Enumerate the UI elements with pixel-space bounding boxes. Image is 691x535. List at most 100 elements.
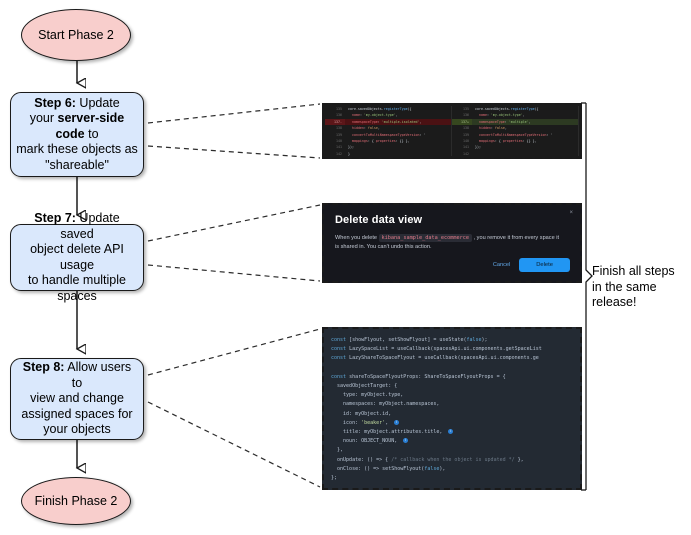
step-6-box: Step 6: Update your server-side code to … — [10, 92, 144, 177]
flyout-code-block: const [showFlyout, setShowFlyout] = useS… — [324, 329, 580, 488]
diff-line-number: 138 — [325, 125, 345, 132]
diff-line-number: 137- — [325, 118, 345, 126]
step-7-line3: to handle multiple spaces — [28, 273, 126, 303]
diff-line-number: 140 — [325, 137, 345, 145]
diff-line: 140 mappings: { properties: {} }, — [325, 137, 451, 145]
release-annotation: Finish all steps in the same release! — [592, 264, 688, 311]
diff-line: 138 hidden: false, — [452, 125, 578, 132]
diff-line-number: 135 — [325, 106, 345, 113]
diff-line-code: namespaceType: 'multiple', — [478, 119, 531, 124]
dialog-body-before: When you delete — [335, 235, 379, 241]
step-6-line3: mark these objects as — [16, 142, 138, 157]
diff-line: 136 name: 'my-object-type', — [452, 112, 578, 119]
diff-line-code: hidden: false, — [351, 126, 380, 131]
code-line: const shareToSpaceFlyoutProps: ShareToSp… — [331, 373, 506, 380]
diff-line-code: core.savedObjects.registerType({ — [475, 107, 539, 111]
diff-line-number: 135 — [452, 106, 472, 113]
diff-line-number: 139 — [452, 131, 472, 138]
code-line: onUpdate: () => { /* callback when the o… — [331, 456, 524, 463]
code-line: const LazyShareToSpaceFlyout = useCallba… — [331, 355, 539, 362]
diff-line: 136 name: 'my-object-type', — [325, 112, 451, 119]
step-6-text: Step 6: Update your server-side code to … — [16, 96, 138, 174]
release-annotation-line2: in the same — [592, 279, 657, 294]
diff-line: 139 convertToMultiNamespaceTypeVersion: … — [325, 131, 451, 138]
finish-terminator: Finish Phase 2 — [21, 477, 131, 525]
diff-line-number: 142 — [325, 150, 345, 156]
diff-line-number: 136 — [325, 112, 345, 119]
step-6-number: Step 6: — [34, 95, 76, 110]
code-line: }, — [331, 447, 344, 454]
delete-button[interactable]: Delete — [519, 258, 570, 272]
diff-line-number: 137+ — [452, 118, 472, 126]
diff-line-code: } — [348, 151, 350, 156]
step-8-text: Step 8: Allow users to view and change a… — [16, 360, 138, 438]
diff-line-number: 141 — [452, 144, 472, 151]
diff-line-code: mappings: { properties: {} }, — [478, 138, 537, 143]
diff-line: 142 — [452, 150, 578, 156]
step-6-line4: "shareable" — [45, 157, 109, 172]
dialog-body-after: , you remove it from every space it is s… — [335, 235, 560, 250]
delete-data-view-modal: × Delete data view When you delete kiban… — [324, 205, 580, 281]
step-7-number: Step 7: — [34, 211, 76, 225]
diff-line-number: 142 — [452, 150, 472, 156]
diff-line-code: namespaceType: 'multiple-isolated', — [351, 119, 422, 124]
release-annotation-line3: release! — [592, 295, 637, 309]
step-7-line1: Update saved — [60, 211, 120, 241]
diff-line-code: name: 'my-object-type', — [351, 113, 398, 118]
close-icon[interactable]: × — [569, 210, 573, 216]
start-terminator: Start Phase 2 — [21, 9, 131, 61]
code-line — [331, 364, 580, 373]
diff-line-code: }); — [348, 145, 354, 150]
start-label: Start Phase 2 — [38, 28, 114, 42]
step-8-number: Step 8: — [22, 360, 65, 375]
diff-line: 141}); — [452, 144, 578, 151]
diff-line-code: convertToMultiNamespaceTypeVersion: ' — [351, 132, 426, 137]
diff-line-number: 139 — [325, 131, 345, 138]
step-8-line4: your objects — [43, 422, 111, 437]
diff-line-number: 141 — [325, 144, 345, 151]
screenshot-delete-dialog: × Delete data view When you delete kiban… — [322, 203, 582, 283]
step-7-box: Step 7: Update saved object delete API u… — [10, 211, 144, 303]
dialog-actions: Cancel Delete — [493, 258, 570, 272]
step-6-line2-post: to — [84, 126, 99, 141]
step-6-line2-pre: your — [29, 111, 58, 126]
code-line: onClose: () => setShowFlyout(false), — [331, 465, 446, 472]
diff-line: 142} — [325, 150, 451, 156]
code-line: savedObjectTarget: { — [331, 383, 398, 390]
diff-line-number: 138 — [452, 125, 472, 132]
diff-line-code: name: 'my-object-type', — [478, 113, 525, 118]
code-line: type: myObject.type, — [331, 392, 404, 399]
code-line: namespaces: myObject.namespaces, — [331, 401, 440, 408]
diff-line: 141}); — [325, 144, 451, 151]
finish-label: Finish Phase 2 — [34, 494, 118, 508]
dialog-title: Delete data view — [335, 214, 423, 226]
diff-line: 139 convertToMultiNamespaceTypeVersion: … — [452, 131, 578, 138]
diff-line-code: mappings: { properties: {} }, — [351, 138, 410, 143]
diff-line-code: core.savedObjects.registerType({ — [348, 107, 412, 111]
code-line: noun: OBJECT_NOUN, i — [331, 437, 580, 446]
code-line: title: myObject.attributes.title, i — [331, 428, 580, 437]
step-8-line2: view and change — [30, 391, 124, 406]
diff-line-code: }); — [475, 145, 481, 150]
cancel-button[interactable]: Cancel — [492, 262, 511, 268]
code-line: const LazySpaceList = useCallback(spaces… — [331, 346, 542, 353]
code-line: }; — [331, 475, 338, 482]
step-8-line1: Allow users to — [64, 360, 132, 390]
step-7-text: Step 7: Update saved object delete API u… — [16, 211, 138, 304]
diff-line: 140 mappings: { properties: {} }, — [452, 137, 578, 145]
diff-line-code: hidden: false, — [478, 126, 507, 131]
diff-line: 138 hidden: false, — [325, 125, 451, 132]
step-6-line1: Update — [75, 95, 120, 110]
code-line: icon: 'beaker', i — [331, 419, 580, 428]
diff-line: 137+ namespaceType: 'multiple', — [452, 118, 578, 126]
code-line: const [showFlyout, setShowFlyout] = useS… — [331, 337, 488, 343]
diff-line-number: 140 — [452, 137, 472, 145]
step-8-line3: assigned spaces for — [21, 406, 133, 421]
screenshot-flyout-code: const [showFlyout, setShowFlyout] = useS… — [322, 327, 582, 490]
